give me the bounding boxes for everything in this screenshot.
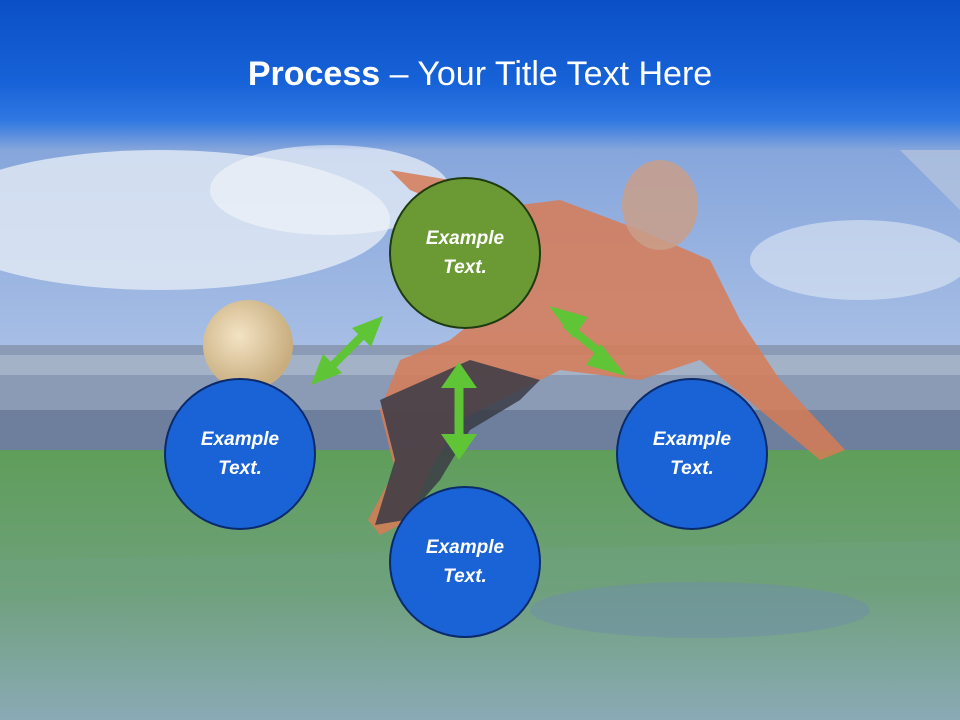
node-left: Example Text.	[164, 378, 316, 530]
double-arrow-icon	[549, 306, 626, 376]
node-top: Example Text.	[389, 177, 541, 329]
node-bottom: Example Text.	[389, 486, 541, 638]
double-arrow-icon	[311, 316, 383, 385]
node-right-label: Example Text.	[652, 429, 732, 479]
node-top-label: Example Text.	[425, 228, 505, 278]
node-right: Example Text.	[616, 378, 768, 530]
title-rest: – Your Title Text Here	[380, 55, 713, 93]
node-left-label: Example Text.	[200, 429, 280, 479]
double-arrow-icon	[441, 362, 477, 460]
title-bold: Process	[247, 55, 381, 93]
node-bottom-label: Example Text.	[425, 537, 505, 587]
title-bar	[0, 0, 960, 150]
slide-title: Process – Your Title Text Here	[0, 52, 960, 96]
